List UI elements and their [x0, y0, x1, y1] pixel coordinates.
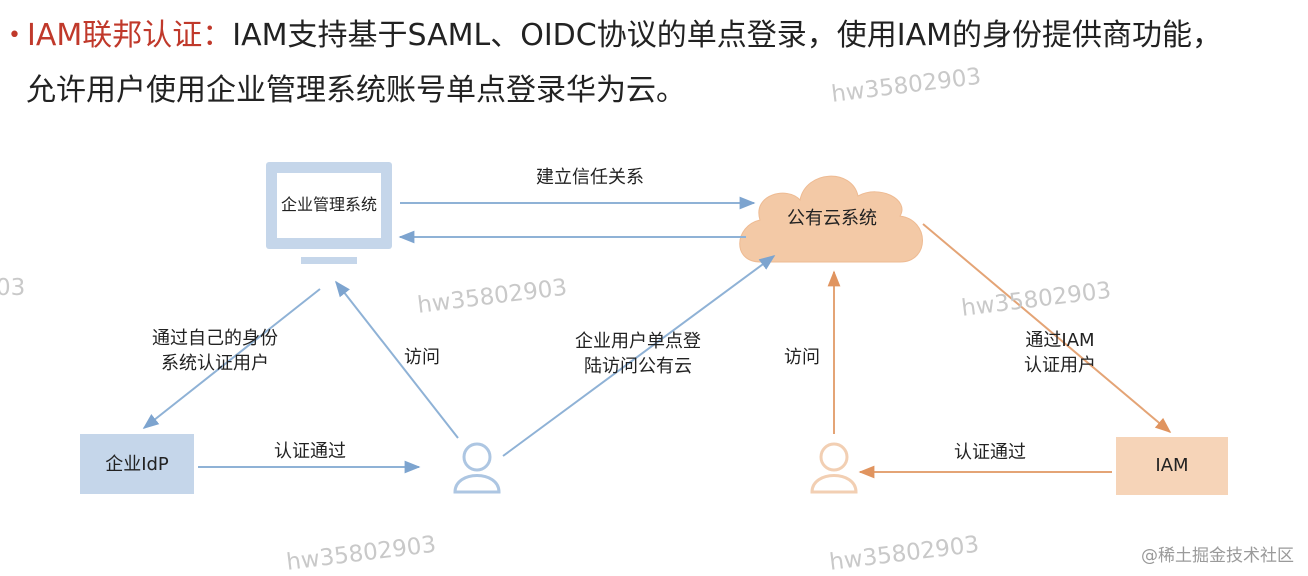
- sso-label-1: 企业用户单点登: [575, 331, 701, 352]
- headline: •IAM联邦认证：IAM支持基于SAML、OIDC协议的单点登录，使用IAM的身…: [8, 10, 1308, 117]
- passed-left-label: 认证通过: [274, 441, 346, 462]
- via-iam-label-1: 通过IAM: [1025, 330, 1095, 351]
- cloud-user-icon: [810, 442, 858, 494]
- trust-label: 建立信任关系: [536, 167, 644, 188]
- iam-label: IAM: [1155, 455, 1189, 476]
- own-identity-label-1: 通过自己的身份: [152, 328, 278, 349]
- sso-label-2: 陆访问公有云: [584, 356, 692, 377]
- sso-arrow: [502, 255, 776, 457]
- monitor-icon: [266, 162, 392, 264]
- enterprise-system-label: 企业管理系统: [280, 195, 377, 214]
- iam-box: [1116, 437, 1228, 495]
- idp-box: [80, 434, 194, 494]
- own-identity-label-2: 系统认证用户: [161, 353, 269, 374]
- headline-key: IAM联邦认证：: [26, 18, 233, 53]
- headline-text-1: IAM支持基于SAML、OIDC协议的单点登录，使用IAM的身份提供商功能，: [232, 18, 1222, 53]
- brand-watermark: @稀土掘金技术社区: [1141, 546, 1294, 566]
- visit-left-arrow: [335, 280, 459, 439]
- bullet-icon: •: [8, 23, 21, 48]
- public-cloud-label: 公有云系统: [787, 208, 877, 229]
- enterprise-user-icon: [453, 442, 501, 494]
- headline-line-1: •IAM联邦认证：IAM支持基于SAML、OIDC协议的单点登录，使用IAM的身…: [8, 10, 1308, 65]
- headline-line-2: 允许用户使用企业管理系统账号单点登录华为云。: [26, 73, 686, 108]
- via-iam-arrow: [922, 223, 1172, 434]
- visit-left-label: 访问: [404, 347, 440, 368]
- passed-right-label: 认证通过: [954, 442, 1026, 463]
- idp-label: 企业IdP: [105, 454, 169, 475]
- visit-right-label: 访问: [784, 347, 820, 368]
- own-identity-arrow: [142, 288, 321, 429]
- watermark-partial: 03: [0, 275, 26, 301]
- via-iam-label-2: 认证用户: [1024, 355, 1096, 376]
- cloud-icon: [739, 175, 923, 263]
